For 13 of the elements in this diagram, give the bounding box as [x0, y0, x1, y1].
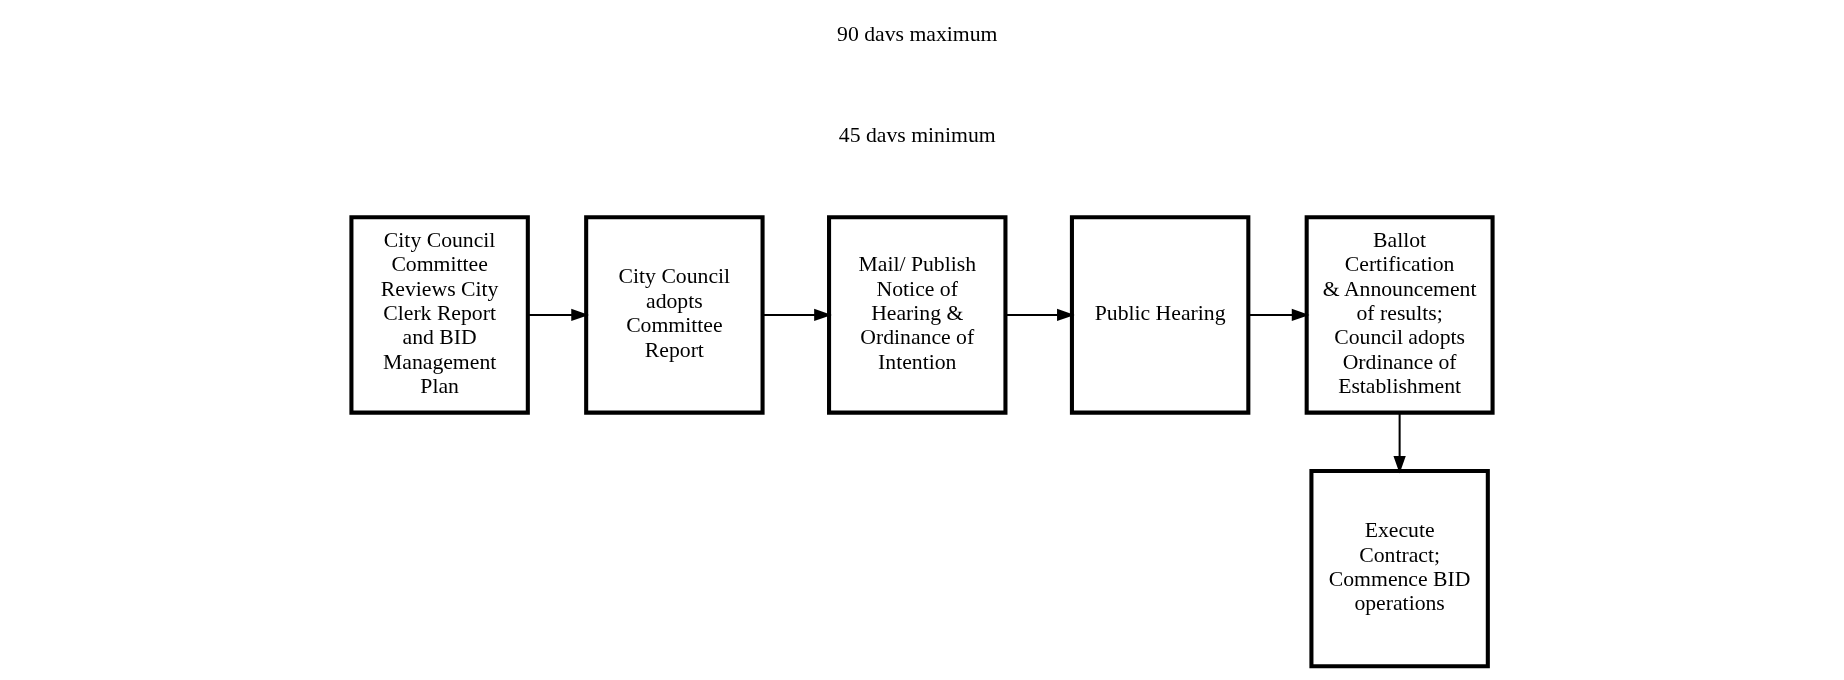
node-box: City Council adopts Committee Report: [584, 215, 765, 415]
arrow: [1249, 308, 1310, 322]
node-box: Ballot Certification & Announcement of results; Council adopts Ordinance of Establishment: [1304, 215, 1495, 415]
node-box: Mail/ Publish Notice of Hearing & Ordinance of Intention: [827, 215, 1008, 415]
label: 90 davs maximum: [837, 21, 998, 46]
node-box: City Council Committee Reviews City Clerk Report and BID Management Plan: [349, 215, 530, 415]
label: 45 davs minimum: [838, 123, 996, 148]
arrow: [1005, 308, 1075, 322]
arrow: [528, 308, 589, 322]
node-box: Public Hearing: [1069, 215, 1251, 415]
arrow: [1393, 412, 1406, 474]
node-box: Execute Contract; Commence BID operations: [1309, 468, 1490, 669]
arrow: [762, 308, 832, 322]
